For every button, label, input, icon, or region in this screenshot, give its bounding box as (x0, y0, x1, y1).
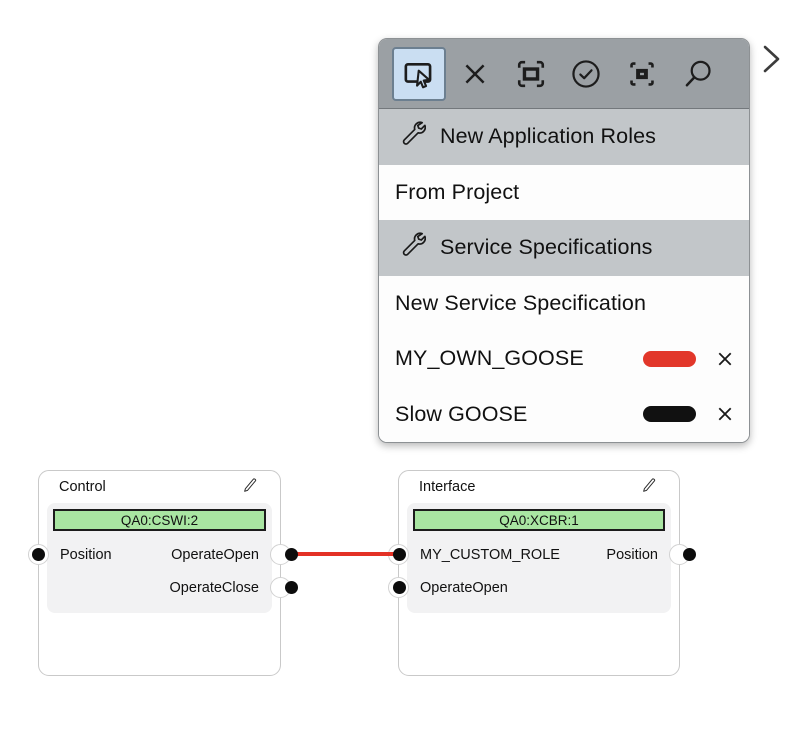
pencil-icon[interactable] (240, 476, 258, 498)
node-header: Interface (399, 471, 679, 502)
palette-toolbar (379, 39, 749, 109)
fit-to-screen-tool-button[interactable] (504, 47, 558, 101)
delete-tool-button[interactable] (448, 47, 502, 101)
menu-header-new-application-roles[interactable]: New Application Roles (379, 109, 749, 165)
close-icon (718, 352, 732, 366)
check-circle-icon (569, 57, 603, 91)
port-row: OperateClose (47, 576, 272, 600)
port-dot-operateclose-out[interactable] (285, 581, 298, 594)
menu-header-label: New Application Roles (440, 124, 657, 149)
port-row: MY_CUSTOM_ROLE Position (407, 543, 671, 567)
wrench-icon (399, 120, 427, 153)
service-color-pill (643, 350, 696, 367)
node-control[interactable]: Control QA0:CSWI:2 Position OperateOpen … (28, 470, 298, 676)
center-focus-icon (625, 57, 659, 91)
close-icon (459, 58, 491, 90)
node-interface[interactable]: Interface QA0:XCBR:1 MY_CUSTOM_ROLE Posi… (388, 470, 696, 676)
port-label-operateopen: OperateOpen (171, 547, 259, 563)
port-dot-position-in[interactable] (32, 548, 45, 561)
port-dot-position-out[interactable] (683, 548, 696, 561)
lnode-badge[interactable]: QA0:CSWI:2 (53, 509, 266, 531)
menu-item-from-project[interactable]: From Project (379, 164, 749, 220)
node-header: Control (39, 471, 280, 502)
port-label-operateclose: OperateClose (169, 580, 259, 596)
pencil-icon[interactable] (639, 476, 657, 498)
menu-item-new-service-specification[interactable]: New Service Specification (379, 275, 749, 331)
menu-item-my-own-goose[interactable]: MY_OWN_GOOSE (379, 331, 749, 387)
service-label: MY_OWN_GOOSE (395, 346, 584, 371)
port-label-operateopen: OperateOpen (420, 580, 508, 596)
port-dot-operateopen-in[interactable] (393, 581, 406, 594)
port-row: Position OperateOpen (47, 543, 272, 567)
palette-menu: New Application Roles From Project Servi… (379, 109, 749, 442)
marquee-select-icon (401, 56, 437, 92)
port-row: OperateOpen (407, 576, 671, 600)
port-dot-operateopen-out[interactable] (285, 548, 298, 561)
node-body: QA0:CSWI:2 Position OperateOpen OperateC… (47, 503, 272, 613)
node-title: Control (59, 478, 106, 495)
center-focus-tool-button[interactable] (615, 47, 669, 101)
magnifier-icon (681, 57, 715, 91)
menu-header-label: Service Specifications (440, 235, 653, 260)
menu-item-slow-goose[interactable]: Slow GOOSE (379, 386, 749, 442)
wrench-icon (399, 231, 427, 264)
remove-service-button[interactable] (717, 406, 733, 422)
goose-connection-wire[interactable] (290, 552, 404, 556)
remove-service-button[interactable] (717, 351, 733, 367)
node-title: Interface (419, 478, 476, 495)
port-dot-my-custom-role-in[interactable] (393, 548, 406, 561)
service-label: Slow GOOSE (395, 401, 528, 426)
close-icon (718, 407, 732, 421)
port-label-position: Position (606, 547, 658, 563)
port-label-position: Position (60, 547, 112, 563)
marquee-select-tool-button[interactable] (392, 46, 446, 101)
expand-panel-button[interactable] (760, 44, 784, 74)
node-body: QA0:XCBR:1 MY_CUSTOM_ROLE Position Opera… (407, 503, 671, 613)
tool-palette: New Application Roles From Project Servi… (378, 38, 750, 443)
chevron-right-icon (763, 45, 780, 73)
validate-tool-button[interactable] (559, 47, 613, 101)
fit-frame-icon (514, 57, 548, 91)
menu-header-service-specifications[interactable]: Service Specifications (379, 220, 749, 276)
port-label-my-custom-role: MY_CUSTOM_ROLE (420, 547, 560, 563)
zoom-tool-button[interactable] (671, 47, 725, 101)
menu-item-label: From Project (395, 179, 520, 204)
menu-item-label: New Service Specification (395, 290, 647, 315)
service-color-pill (643, 406, 696, 423)
lnode-badge[interactable]: QA0:XCBR:1 (413, 509, 665, 531)
